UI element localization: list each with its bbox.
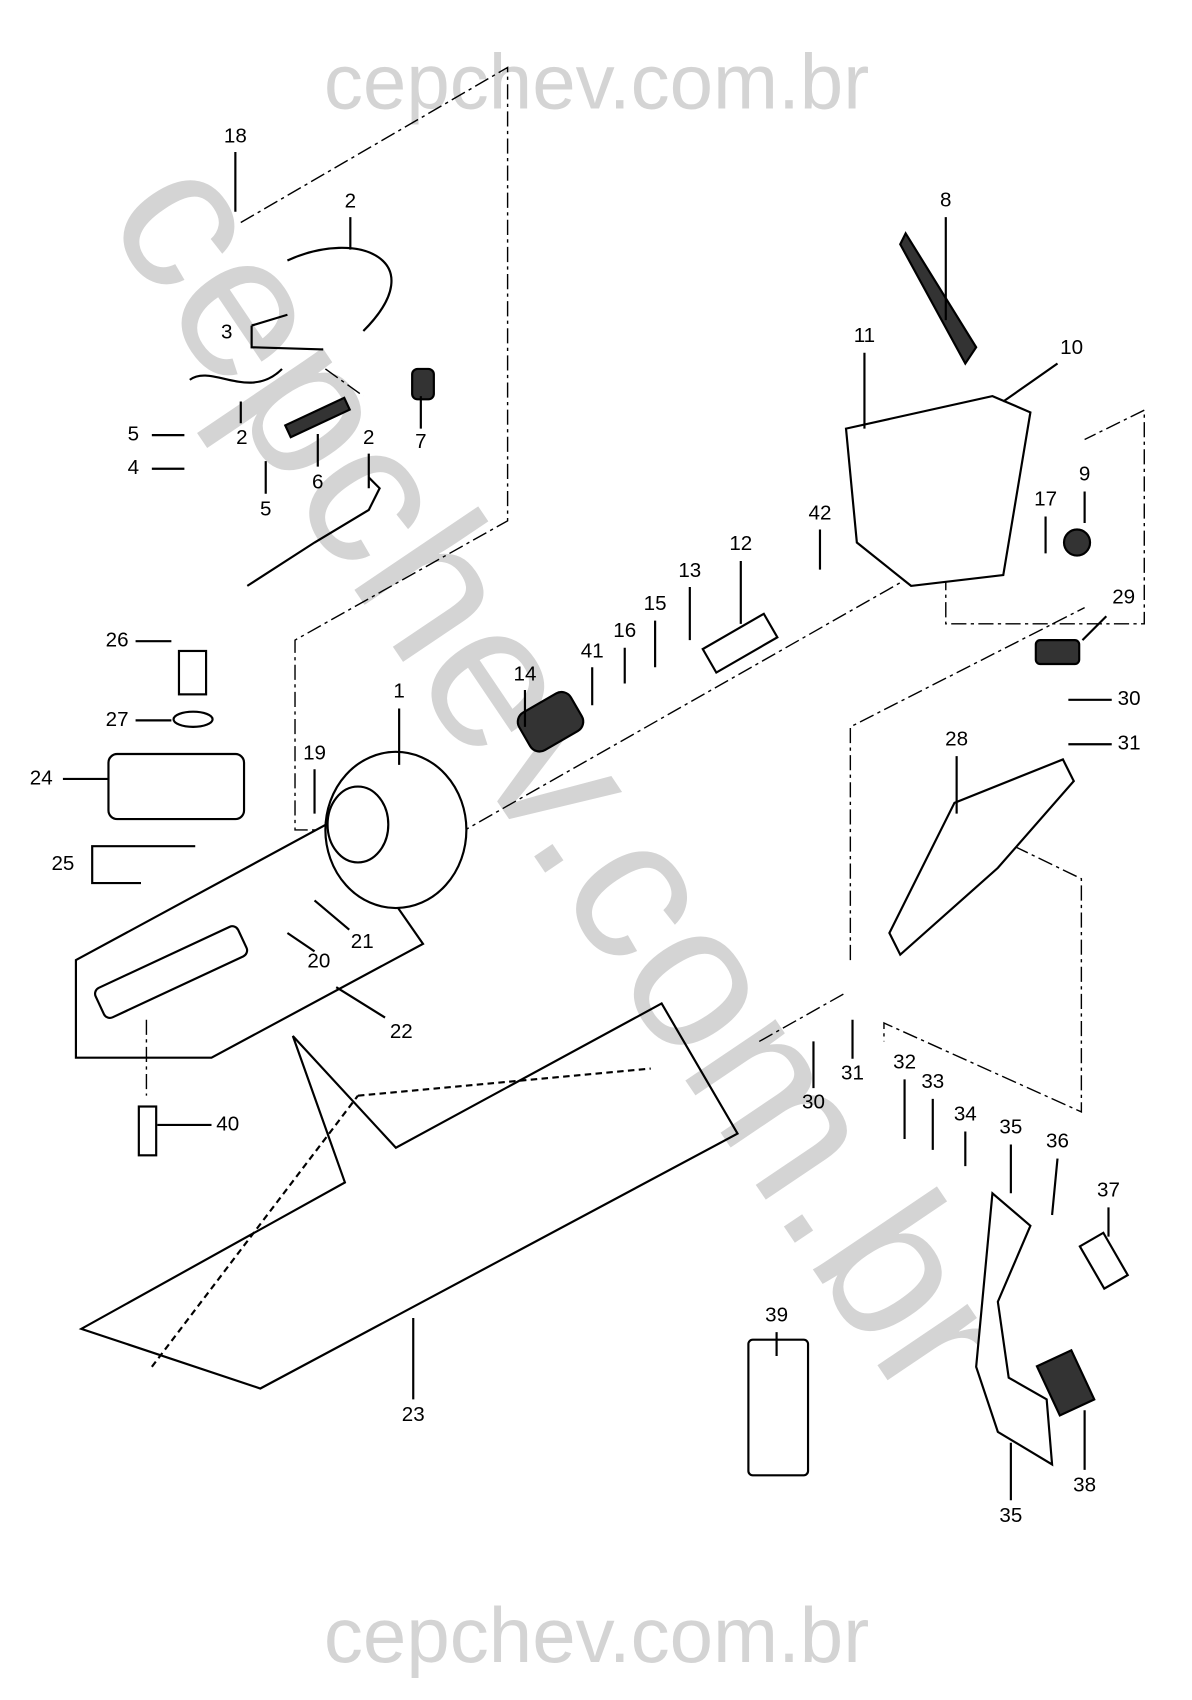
watermark-bottom: cepchev.com.br (324, 1591, 869, 1679)
callout-22: 22 (390, 1020, 413, 1043)
callout-29: 29 (1112, 585, 1135, 608)
callout-38: 38 (1073, 1474, 1096, 1497)
callout-4: 4 (128, 456, 139, 479)
callout-21: 21 (351, 930, 374, 953)
callout-26: 26 (106, 629, 129, 652)
callout-16: 16 (613, 619, 636, 642)
callout-12: 12 (729, 532, 752, 555)
callout-35: 35 (999, 1504, 1022, 1527)
callout-23: 23 (402, 1403, 425, 1426)
callout-41: 41 (581, 639, 604, 662)
callout-42: 42 (809, 502, 832, 525)
callout-5: 5 (260, 497, 271, 520)
callout-31: 31 (841, 1061, 864, 1084)
callout-37: 37 (1097, 1179, 1120, 1202)
callout-35: 35 (999, 1116, 1022, 1139)
callout-24: 24 (30, 766, 53, 789)
callout-6: 6 (312, 470, 323, 493)
leader-lines (62, 152, 1112, 1501)
callout-30: 30 (1118, 687, 1141, 710)
callout-20: 20 (307, 950, 330, 973)
callout-18: 18 (224, 124, 247, 147)
callout-9: 9 (1079, 463, 1090, 486)
callout-8: 8 (940, 188, 951, 211)
callout-28: 28 (945, 727, 968, 750)
callout-25: 25 (51, 852, 74, 875)
callout-19: 19 (303, 741, 326, 764)
callout-5: 5 (128, 423, 139, 446)
callout-27: 27 (106, 708, 129, 731)
callout-3: 3 (221, 321, 232, 344)
callout-7: 7 (415, 430, 426, 453)
callout-39: 39 (765, 1303, 788, 1326)
callout-2: 2 (236, 426, 247, 449)
callout-10: 10 (1060, 336, 1083, 359)
callout-2: 2 (363, 426, 374, 449)
callout-11: 11 (854, 324, 875, 347)
callout-30: 30 (802, 1091, 825, 1114)
callout-17: 17 (1034, 488, 1057, 511)
callout-2: 2 (345, 189, 356, 212)
watermark-top: cepchev.com.br (324, 38, 869, 126)
parts (93, 231, 1130, 1477)
callout-1: 1 (393, 680, 404, 703)
callout-labels: 18 2 8 11 10 3 7 5 2 2 4 6 5 42 17 9 12 … (30, 124, 1141, 1527)
master-cylinder-box (74, 817, 425, 1059)
master-cylinder-internals-box (78, 1002, 740, 1390)
callout-13: 13 (678, 559, 701, 582)
dashed-assembly-lines (145, 66, 1145, 1114)
callout-34: 34 (954, 1103, 977, 1126)
callout-31: 31 (1118, 732, 1141, 755)
callout-32: 32 (893, 1051, 916, 1074)
callout-33: 33 (921, 1070, 944, 1093)
callout-36: 36 (1046, 1130, 1069, 1153)
callout-15: 15 (644, 592, 667, 615)
callout-40: 40 (216, 1112, 239, 1135)
callout-14: 14 (513, 662, 536, 685)
